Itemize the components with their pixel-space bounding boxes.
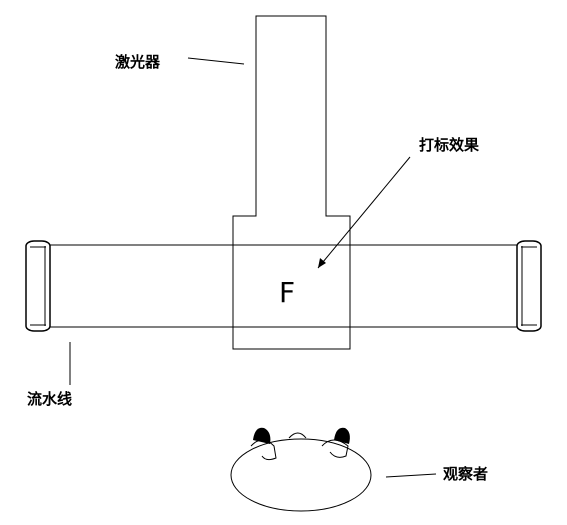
marked-glyph: F [279,276,295,309]
laser-device [232,15,351,350]
conveyor-belt [25,240,542,332]
observer-right-hand [321,439,349,458]
observer-figure [230,427,372,512]
observer-left-hand [250,439,277,461]
leader-observer [385,473,437,478]
label-marking-effect: 打标效果 [419,136,480,154]
label-laser: 激光器 [115,53,161,71]
left-roller [25,240,51,332]
leader-marking-effect [317,156,411,269]
right-roller [516,240,542,332]
observer-head [230,438,372,512]
observer-nose [288,432,307,439]
label-observer: 观察者 [443,465,488,483]
observer-right-ear [334,427,350,444]
laser-outline [232,15,351,350]
observer-left-ear [253,427,271,444]
label-conveyor: 流水线 [27,390,72,408]
leader-laser [187,57,245,65]
arrowhead-icon [318,258,326,268]
